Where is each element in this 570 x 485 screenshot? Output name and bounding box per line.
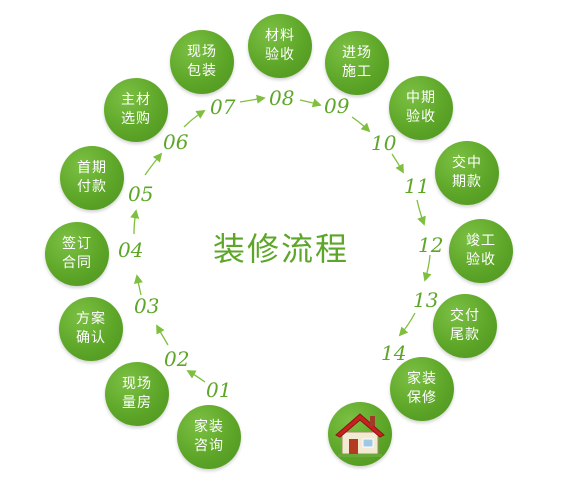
step-label-line2: 验收: [466, 252, 496, 268]
house-node: [328, 402, 392, 466]
step-07-site-packaging: 现场 包装: [170, 30, 234, 94]
step-number-03: 03: [134, 294, 160, 318]
step-number-13: 13: [413, 288, 439, 312]
step-number-09: 09: [324, 94, 350, 118]
arrow-04-05: [130, 209, 140, 235]
arrow-10-11: [391, 153, 404, 174]
step-label-line2: 确认: [76, 330, 106, 346]
step-label-line2: 尾款: [450, 327, 480, 343]
step-14-warranty: 家装 保修: [390, 357, 454, 421]
arrow-13-14: [398, 312, 416, 337]
step-label-line2: 合同: [62, 255, 92, 271]
arrow-03-04: [133, 274, 143, 296]
step-09-start-construction: 进场 施工: [325, 31, 389, 95]
step-label-line1: 交付: [450, 308, 480, 324]
arrow-11-12: [416, 199, 426, 226]
step-label-line2: 验收: [265, 47, 295, 63]
step-label-line1: 主材: [121, 92, 151, 108]
step-label-line1: 家装: [194, 419, 224, 435]
arrow-08-09: [299, 98, 322, 108]
step-number-04: 04: [118, 238, 144, 262]
step-04-sign-contract: 签订 合同: [45, 222, 109, 286]
house-icon: [335, 413, 385, 457]
arrow-01-02: [186, 370, 206, 383]
arrow-12-13: [422, 254, 432, 282]
step-02-site-measurement: 现场 量房: [105, 362, 169, 426]
step-label-line2: 包装: [187, 63, 217, 79]
step-01-consultation: 家装 咨询: [177, 405, 241, 469]
step-label-line2: 咨询: [194, 438, 224, 454]
step-label-line2: 选购: [121, 111, 151, 127]
step-06-material-selection: 主材 选购: [104, 78, 168, 142]
diagram-title: 装修流程: [212, 230, 349, 268]
step-number-02: 02: [164, 347, 190, 371]
arrow-07-08: [239, 94, 266, 104]
step-10-mid-inspection: 中期 验收: [389, 76, 453, 140]
step-label-line2: 量房: [122, 395, 152, 411]
step-number-12: 12: [418, 233, 444, 257]
step-number-06: 06: [163, 130, 189, 154]
step-number-01: 01: [206, 378, 232, 402]
arrow-05-06: [144, 152, 163, 176]
step-05-first-payment: 首期 付款: [60, 146, 124, 210]
step-number-08: 08: [269, 86, 295, 110]
step-number-14: 14: [381, 341, 407, 365]
step-03-plan-confirmation: 方案 确认: [59, 297, 123, 361]
step-number-05: 05: [128, 182, 154, 206]
step-label-line1: 现场: [122, 376, 152, 392]
step-label-line1: 家装: [407, 371, 437, 387]
step-label-line2: 施工: [342, 64, 372, 80]
step-label-line2: 付款: [77, 179, 107, 195]
step-11-mid-payment: 交中 期款: [435, 141, 499, 205]
step-label-line1: 首期: [77, 160, 107, 176]
step-number-11: 11: [404, 174, 430, 198]
step-label-line2: 验收: [406, 109, 436, 125]
step-label-line1: 签订: [62, 236, 92, 252]
step-label-line1: 进场: [342, 45, 372, 61]
step-12-completion-inspection: 竣工 验收: [449, 219, 513, 283]
step-number-10: 10: [371, 131, 397, 155]
step-label-line1: 方案: [76, 311, 106, 327]
step-number-07: 07: [210, 95, 236, 119]
step-13-final-payment: 交付 尾款: [433, 294, 497, 358]
arrow-02-03: [156, 324, 169, 346]
step-label-line1: 材料: [265, 28, 295, 44]
step-label-line1: 竣工: [466, 233, 496, 249]
step-label-line2: 保修: [407, 390, 437, 406]
step-08-material-inspection: 材料 验收: [248, 14, 312, 78]
step-label-line1: 现场: [187, 44, 217, 60]
step-label-line1: 中期: [406, 90, 436, 106]
step-label-line2: 期款: [452, 174, 482, 190]
step-label-line1: 交中: [452, 155, 482, 171]
arrow-06-07: [183, 110, 206, 128]
arrow-09-10: [351, 116, 371, 133]
